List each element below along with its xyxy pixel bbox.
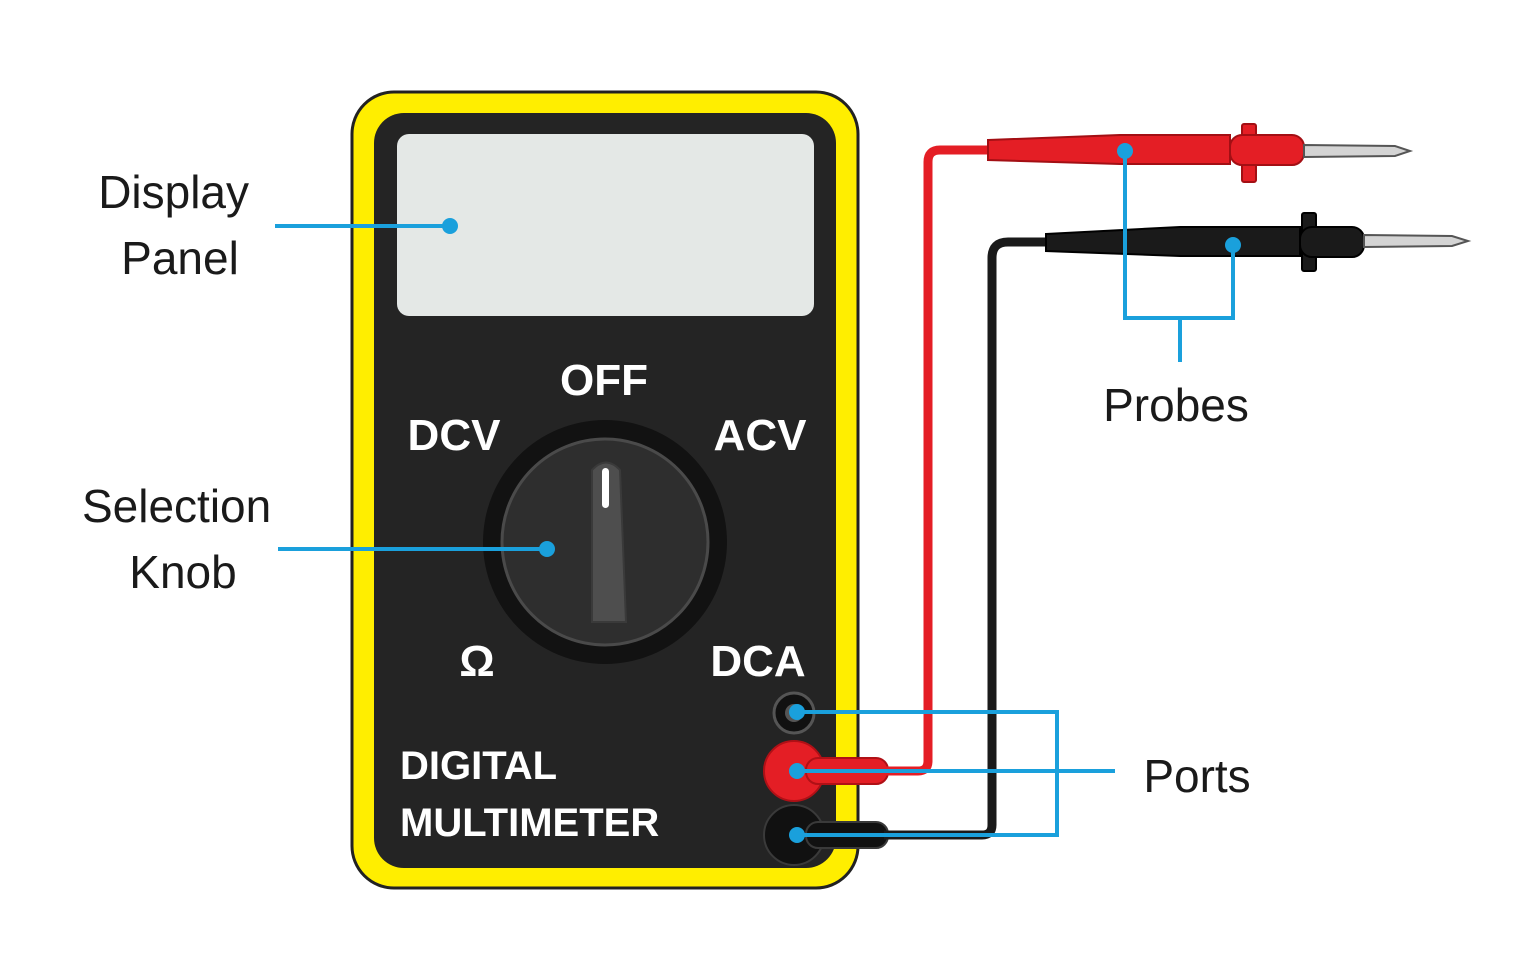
red-probe[interactable]	[987, 123, 1414, 183]
black-probe[interactable]	[1045, 212, 1472, 272]
multimeter: OFF DCV ACV Ω DCA DIGITAL MULTIMETER	[350, 90, 889, 890]
label-probes: Probes	[1103, 379, 1249, 431]
knob-pointer	[591, 461, 628, 623]
dial-label-ohm: Ω	[459, 637, 494, 686]
callout-selection-knob	[278, 541, 555, 557]
display-panel	[397, 134, 814, 316]
callout-ports	[789, 704, 1115, 843]
callout-display-panel	[275, 218, 458, 234]
knob-indicator-mark	[602, 468, 609, 508]
test-leads	[884, 145, 1052, 840]
label-selection-knob: Selection Knob	[82, 480, 284, 598]
dial-label-off: OFF	[560, 356, 648, 405]
dial-label-acv: ACV	[714, 411, 808, 460]
label-ports: Ports	[1143, 750, 1250, 802]
dial-label-dca: DCA	[710, 637, 805, 686]
selection-knob[interactable]	[483, 420, 727, 664]
dial-label-dcv: DCV	[408, 411, 502, 460]
brand-line-1: DIGITAL	[400, 744, 557, 788]
brand-line-2: MULTIMETER	[400, 801, 659, 845]
red-lead-wire	[884, 145, 995, 776]
callout-probes	[1117, 143, 1241, 362]
black-lead-wire	[884, 237, 1052, 840]
label-display-panel: Display Panel	[98, 166, 262, 284]
